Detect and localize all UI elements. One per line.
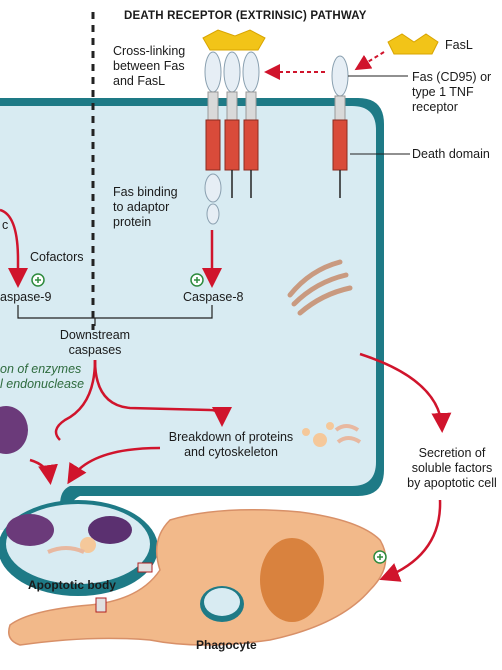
fasl-label: FasL — [445, 38, 473, 52]
c-fragment-label: c — [2, 218, 9, 232]
fasl-ligand — [387, 33, 439, 55]
downstream-label: Downstream caspases — [59, 328, 131, 357]
fas-receptor-label: Fas (CD95) or type 1 TNF receptor — [412, 70, 492, 114]
dashed-arrow-ligand — [354, 51, 385, 71]
enzymes-label: on of enzymes l endonuclease — [0, 362, 85, 391]
cell-body — [0, 98, 384, 530]
secretion-label: Secretion of soluble factors by apoptoti… — [407, 446, 497, 490]
caspase8-label: Caspase-8 — [183, 290, 244, 304]
fas-monomer — [331, 55, 349, 198]
golgi-icon — [287, 259, 353, 316]
pathway-title: DEATH RECEPTOR (EXTRINSIC) PATHWAY — [124, 10, 367, 22]
cofactors-label: Cofactors — [30, 250, 84, 264]
fas-binding-label: Fas binding to adaptor protein — [113, 185, 178, 229]
vesicles — [302, 422, 362, 447]
death-domain-label: Death domain — [412, 147, 490, 161]
caspase9-label: aspase-9 — [0, 290, 52, 304]
apoptotic-body — [0, 500, 158, 596]
fas-trimer — [204, 51, 260, 225]
apoptotic-body-label: Apoptotic body — [28, 578, 116, 592]
downstream-bracket — [17, 305, 213, 326]
cross-linking-label: Cross-linking between Fas and FasL — [113, 44, 186, 88]
fasl-cluster — [202, 29, 266, 51]
plus-icon — [31, 273, 387, 564]
red-arrows — [0, 208, 452, 582]
phagocyte-label: Phagocyte — [196, 638, 257, 652]
breakdown-label: Breakdown of proteins and cytoskeleton — [168, 430, 294, 459]
channel-tubes — [95, 562, 153, 613]
mitochondrion — [0, 406, 28, 454]
